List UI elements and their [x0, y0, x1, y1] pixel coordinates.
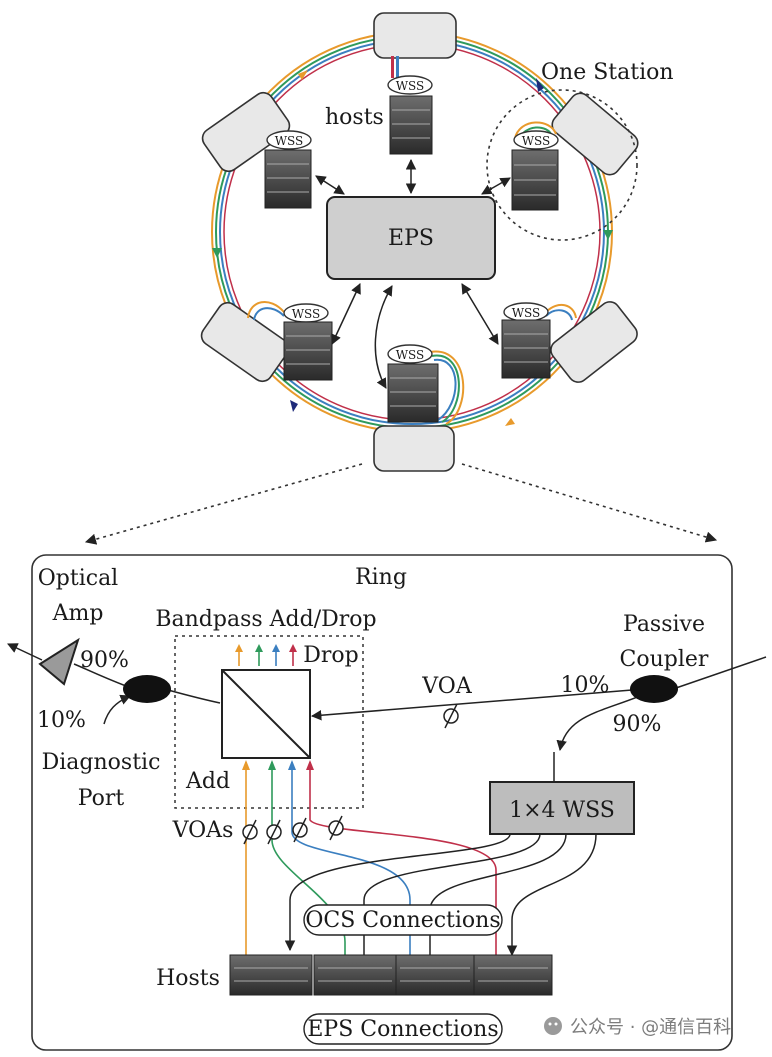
- host-servers: [229, 954, 553, 996]
- watermark-text: 公众号 · @通信百科: [570, 1017, 731, 1038]
- station-top: WSS: [387, 56, 433, 155]
- eps-conn-label: EPS Connections: [307, 1017, 498, 1042]
- station-right-top: WSS: [511, 121, 559, 211]
- top-wss-group: WSS WSS WSS WSS: [247, 56, 577, 425]
- hosts-label: hosts: [325, 105, 384, 130]
- host-server: [395, 954, 475, 996]
- add-label: Add: [185, 769, 230, 794]
- host-server: [473, 954, 553, 996]
- pct-90-left: 90%: [80, 648, 129, 673]
- host-server: [229, 954, 313, 996]
- optical-amp-label-2: Amp: [52, 601, 104, 626]
- ring-label: Ring: [355, 565, 407, 590]
- diagnostic-label-1: Diagnostic: [42, 750, 161, 775]
- voas-icons: [242, 815, 344, 845]
- eps-label: EPS: [388, 226, 434, 251]
- svg-text:WSS: WSS: [275, 134, 304, 148]
- pct-10-left: 10%: [37, 708, 86, 733]
- host-server: [313, 954, 397, 996]
- ring-arrow-navy: [290, 400, 298, 412]
- svg-text:WSS: WSS: [396, 79, 425, 93]
- wss-badge: [266, 130, 312, 150]
- wss-badge: [513, 130, 559, 150]
- eps-conn-label-box: [303, 1013, 503, 1045]
- server-stack: [387, 363, 439, 423]
- ring-node-left-top: [201, 91, 291, 173]
- ring-node-bottom: [373, 425, 455, 472]
- passive-coupler-label-1: Passive: [623, 612, 705, 637]
- ring-arrow-orange: [505, 418, 515, 426]
- one-station-circle: [486, 89, 638, 241]
- optical-amp-icon: [38, 637, 80, 686]
- ring-node-left-bottom: [200, 301, 290, 383]
- voa-icon: [443, 703, 459, 729]
- ocs-label: OCS Connections: [305, 908, 500, 933]
- server-stack: [283, 321, 333, 381]
- passive-coupler-label-2: Coupler: [620, 647, 709, 672]
- splitter-left: [123, 675, 171, 703]
- ring-node-right-bottom: [550, 301, 638, 383]
- main-line: [7, 643, 767, 782]
- ring-arrow-green: [603, 230, 613, 240]
- ocs-label-box: [303, 904, 503, 936]
- optical-amp-label-1: Optical: [38, 566, 118, 591]
- hosts-detail-label: Hosts: [156, 966, 220, 991]
- drop-arrows: [235, 644, 297, 666]
- passive-coupler: [630, 675, 678, 703]
- voas-label: VOAs: [172, 818, 234, 843]
- zoom-arrows: [84, 463, 718, 545]
- bandpass-box: [174, 635, 364, 809]
- station-left-bottom: WSS: [247, 301, 333, 381]
- voa-label: VOA: [421, 674, 473, 699]
- detail-panel: [31, 554, 733, 1051]
- wss-badge: [387, 75, 433, 95]
- drop-label: Drop: [303, 643, 358, 668]
- svg-text:WSS: WSS: [512, 306, 541, 320]
- pct-90-right: 90%: [613, 712, 662, 737]
- wechat-icon: [544, 1017, 562, 1035]
- eps-links: [315, 158, 511, 389]
- one-station-label: One Station: [541, 60, 674, 85]
- watermark: 公众号 · @通信百科: [544, 1017, 731, 1038]
- ring-node-right-top: [551, 92, 639, 176]
- server-stack: [264, 149, 312, 209]
- station-bottom: WSS: [387, 344, 465, 425]
- bandpass-label: Bandpass Add/Drop: [155, 607, 376, 632]
- diagnostic-label-2: Port: [78, 786, 125, 811]
- eps-box: [326, 196, 496, 280]
- wss-1x4-box: [489, 781, 635, 835]
- ring-node-top: [373, 12, 457, 59]
- svg-text:WSS: WSS: [522, 134, 551, 148]
- server-stack: [501, 319, 551, 379]
- ring-direction-arrows: [212, 70, 613, 426]
- station-right-bottom: WSS: [501, 302, 577, 379]
- ring-arrow-navy: [536, 78, 544, 92]
- pct-10-right: 10%: [561, 673, 610, 698]
- wss-1x4-label: 1×4 WSS: [509, 798, 615, 823]
- svg-text:WSS: WSS: [396, 348, 425, 362]
- ring-arrow-orange: [298, 70, 308, 80]
- station-left-top: WSS: [264, 130, 312, 209]
- ring-arrow-green: [212, 248, 222, 258]
- server-stack: [389, 95, 433, 155]
- ring-nodes: [200, 12, 639, 472]
- svg-text:WSS: WSS: [292, 307, 321, 321]
- add-arrowheads: [242, 760, 314, 770]
- ocs-lines: [284, 833, 597, 970]
